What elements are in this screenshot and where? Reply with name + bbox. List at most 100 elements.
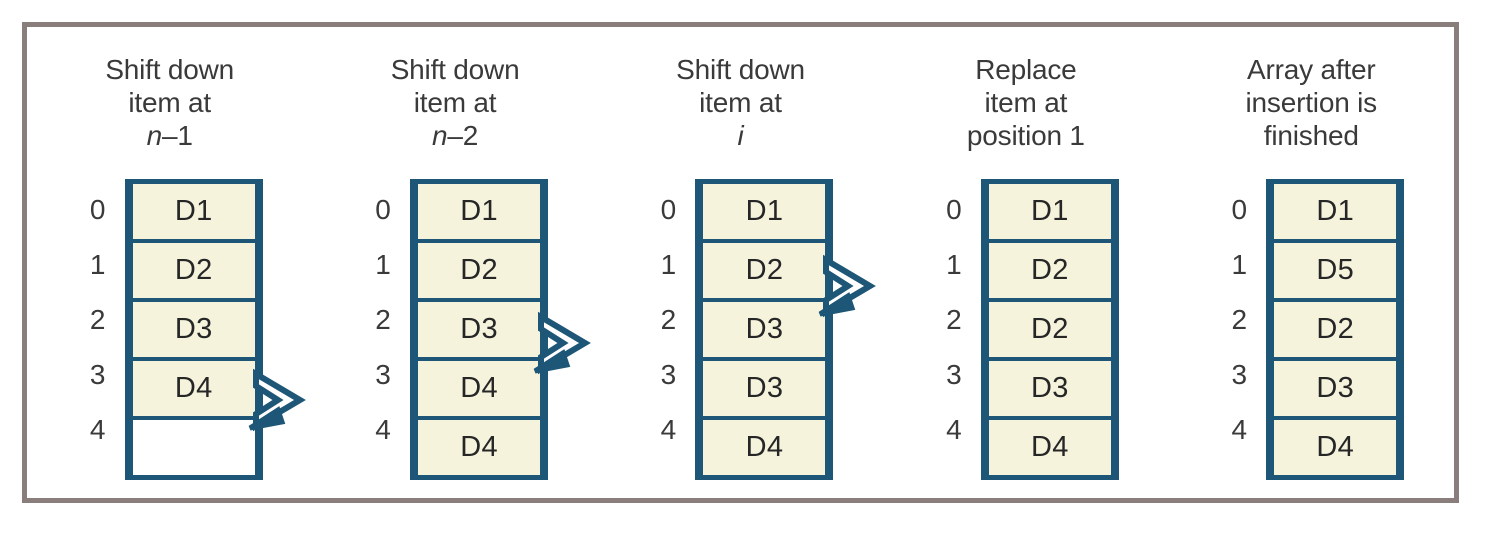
index-column: 0 1 2 3 4	[77, 179, 119, 457]
panel-title-variable: n	[146, 120, 163, 151]
index-label: 4	[375, 414, 391, 445]
array-cell[interactable]: D2	[700, 239, 829, 298]
shift-arrow-icon	[248, 368, 306, 432]
index-label: 0	[375, 194, 391, 225]
index-label: 3	[1231, 359, 1248, 390]
array-cell[interactable]: D5	[1271, 239, 1400, 298]
array-cell[interactable]: D2	[985, 298, 1114, 357]
panel-title-line-2: insertion is	[1245, 87, 1378, 118]
index-label: 4	[1231, 414, 1248, 445]
panel-title-variable: i	[737, 120, 744, 151]
index-label: 2	[375, 304, 391, 335]
array-cell[interactable]: D4	[415, 357, 544, 416]
panel-title-line-3: position 1	[897, 119, 1155, 152]
array-cell[interactable]: D3	[700, 298, 829, 357]
panel-title-line-3-rest: –1	[162, 120, 193, 151]
panel-title-line-3: i	[611, 119, 869, 152]
panel-title-line-2: item at	[699, 87, 782, 118]
index-label: 1	[1231, 249, 1248, 280]
array-cell[interactable]: D3	[700, 357, 829, 416]
panel-title-line-3-rest: position 1	[966, 120, 1085, 151]
array-cell[interactable]: D1	[415, 184, 544, 239]
index-label: 2	[946, 304, 962, 335]
index-label: 3	[660, 359, 677, 390]
panel-title-line-3: finished	[1182, 119, 1440, 152]
array-cell[interactable]: D3	[415, 298, 544, 357]
index-label: 1	[89, 249, 106, 280]
index-label: 0	[946, 194, 962, 225]
index-label: 4	[660, 414, 677, 445]
panel-title-line-1: Replace	[975, 54, 1077, 85]
panel-title-line-2: item at	[413, 87, 497, 118]
index-label: 1	[946, 249, 962, 280]
array-cell[interactable]: D2	[415, 239, 544, 298]
array-cell[interactable]: D1	[129, 184, 258, 239]
array-cell[interactable]: D3	[129, 298, 258, 357]
panel-title-line-3: n–1	[41, 119, 299, 152]
index-label: 4	[946, 414, 962, 445]
index-label: 4	[89, 414, 106, 445]
panel-title-line-1: Shift down	[676, 54, 805, 85]
index-label: 2	[89, 304, 106, 335]
array-cell[interactable]: D4	[985, 416, 1114, 475]
array-cell[interactable]: D2	[1271, 298, 1400, 357]
index-column: 0 1 2 3 4	[1218, 179, 1260, 457]
index-column: 0 1 2 3 4	[362, 179, 404, 457]
panel-title-line-3-rest: –2	[447, 120, 479, 151]
index-column: 0 1 2 3 4	[647, 179, 689, 457]
panel-title-line-3: n–2	[326, 119, 584, 152]
array-cell[interactable]: D4	[129, 357, 258, 416]
array-cell[interactable]: D4	[1271, 416, 1400, 475]
shift-arrow-icon	[819, 254, 877, 318]
panel-title-variable: n	[432, 120, 448, 151]
index-label: 0	[1231, 194, 1248, 225]
array-cell[interactable]: D1	[1271, 184, 1400, 239]
panel-title-line-3-rest: finished	[1263, 120, 1359, 151]
index-label: 3	[89, 359, 106, 390]
array-cell[interactable]: D2	[985, 239, 1114, 298]
panel-title-line-1: Shift down	[390, 54, 520, 85]
array-cell[interactable]: D3	[985, 357, 1114, 416]
array-cell[interactable]: D1	[985, 184, 1114, 239]
index-label: 2	[660, 304, 677, 335]
index-label: 2	[1231, 304, 1248, 335]
panel-title-line-1: Array after	[1246, 54, 1376, 85]
array-cell-empty[interactable]	[129, 416, 258, 475]
shift-arrow-icon	[533, 311, 591, 375]
index-label: 0	[660, 194, 677, 225]
array-cell[interactable]: D4	[415, 416, 544, 475]
index-label: 0	[89, 194, 106, 225]
array-cell[interactable]: D2	[129, 239, 258, 298]
index-label: 3	[375, 359, 391, 390]
panel-title-line-1: Shift down	[105, 54, 235, 85]
array-cell[interactable]: D3	[1271, 357, 1400, 416]
array-cell[interactable]: D4	[700, 416, 829, 475]
array-cell[interactable]: D1	[700, 184, 829, 239]
panel-title-line-2: item at	[984, 87, 1068, 118]
index-label: 1	[375, 249, 391, 280]
index-label: 1	[660, 249, 677, 280]
